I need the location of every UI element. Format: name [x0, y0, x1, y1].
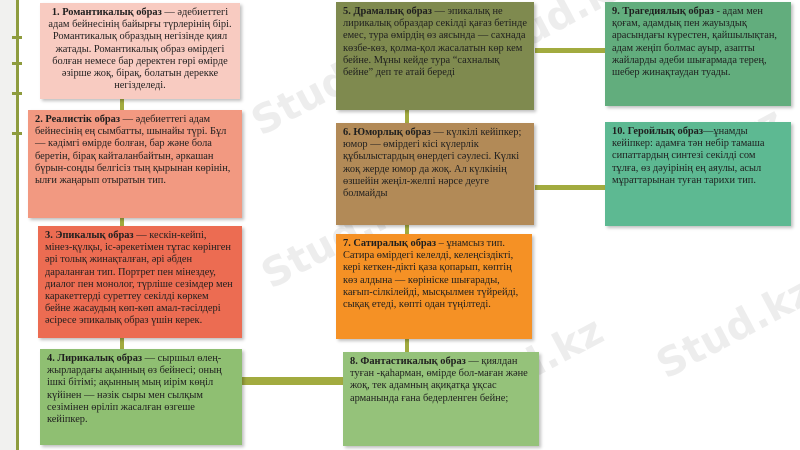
card-text: — кескін-кейпі, мінез-қүлқы, іс-әрекетім… — [45, 230, 233, 327]
card-title: 8. Фантастикалық образ — [350, 356, 466, 367]
card-lyrical-image: 4. Лирикалық образ — сыршыл өлең-жырлард… — [40, 349, 242, 445]
connector — [405, 108, 409, 125]
card-title: 6. Юморлық образ — [343, 127, 431, 138]
connector — [405, 223, 409, 236]
card-text: - адам мен қоғам, адамдық пен жауыздық а… — [612, 6, 777, 79]
connector — [535, 48, 607, 53]
card-title: 7. Сатиралық образ — [343, 238, 437, 249]
strip-tick — [12, 62, 22, 65]
card-text: — әдебиеттегі адам бейнесінің ең сымбатт… — [35, 114, 231, 187]
card-text: — қиялдан туған -қаһарман, өмірде бол-ма… — [350, 356, 528, 404]
card-title: 2. Реалистік образ — [35, 114, 121, 125]
card-romantic-image: 1. Романтикалық образ — әдебиеттегі адам… — [40, 3, 240, 99]
connector — [120, 216, 124, 228]
card-title: 10. Геройлық образ — [612, 126, 704, 137]
left-strip — [0, 0, 18, 450]
card-title: 5. Драмалық образ — [343, 6, 432, 17]
connector — [535, 185, 607, 190]
strip-tick — [12, 92, 22, 95]
card-text: – ұнамсыз тип. Сатира өмірдегі келелді, … — [343, 238, 519, 311]
card-fantastic-image: 8. Фантастикалық образ — қиялдан туған -… — [343, 352, 539, 446]
card-text: — әдебиеттегі адам бейнесінің байырғы тү… — [48, 7, 232, 92]
card-text: — сыршыл өлең-жырлардағы ақынның өз бейн… — [47, 353, 222, 426]
card-title: 1. Романтикалық образ — [51, 7, 162, 18]
card-dramatic-image: 5. Драмалық образ — эпикалық не лирикалы… — [336, 2, 534, 110]
card-title: 4. Лирикалық образ — [47, 353, 143, 364]
card-humorous-image: 6. Юморлық образ — күлкілі кейіпкер; юмо… — [336, 123, 534, 225]
card-realistic-image: 2. Реалистік образ — әдебиеттегі адам бе… — [28, 110, 242, 218]
left-strip-line — [16, 0, 19, 450]
connector — [120, 336, 124, 351]
card-epic-image: 3. Эпикалық образ — кескін-кейпі, мінез-… — [38, 226, 242, 338]
card-title: 3. Эпикалық образ — [45, 230, 134, 241]
card-text: —ұнамды кейіпкер: адамға тән небір тамаш… — [612, 126, 765, 186]
card-text: — күлкілі кейіпкер; юмор — өмірдегі кісі… — [343, 127, 522, 200]
connector — [120, 97, 124, 113]
card-satirical-image: 7. Сатиралық образ – ұнамсыз тип. Сатира… — [336, 234, 532, 339]
strip-tick — [12, 36, 22, 39]
card-title: 9. Трагедиялық образ — [612, 6, 714, 17]
watermark: Stud.kz — [649, 267, 800, 389]
card-heroic-image: 10. Геройлық образ—ұнамды кейіпкер: адам… — [605, 122, 791, 226]
strip-tick — [12, 132, 22, 135]
card-text: — эпикалық не лирикалық образдар секілді… — [343, 6, 527, 79]
connector — [240, 377, 345, 385]
card-tragic-image: 9. Трагедиялық образ - адам мен қоғам, а… — [605, 2, 791, 106]
connector — [405, 337, 409, 354]
